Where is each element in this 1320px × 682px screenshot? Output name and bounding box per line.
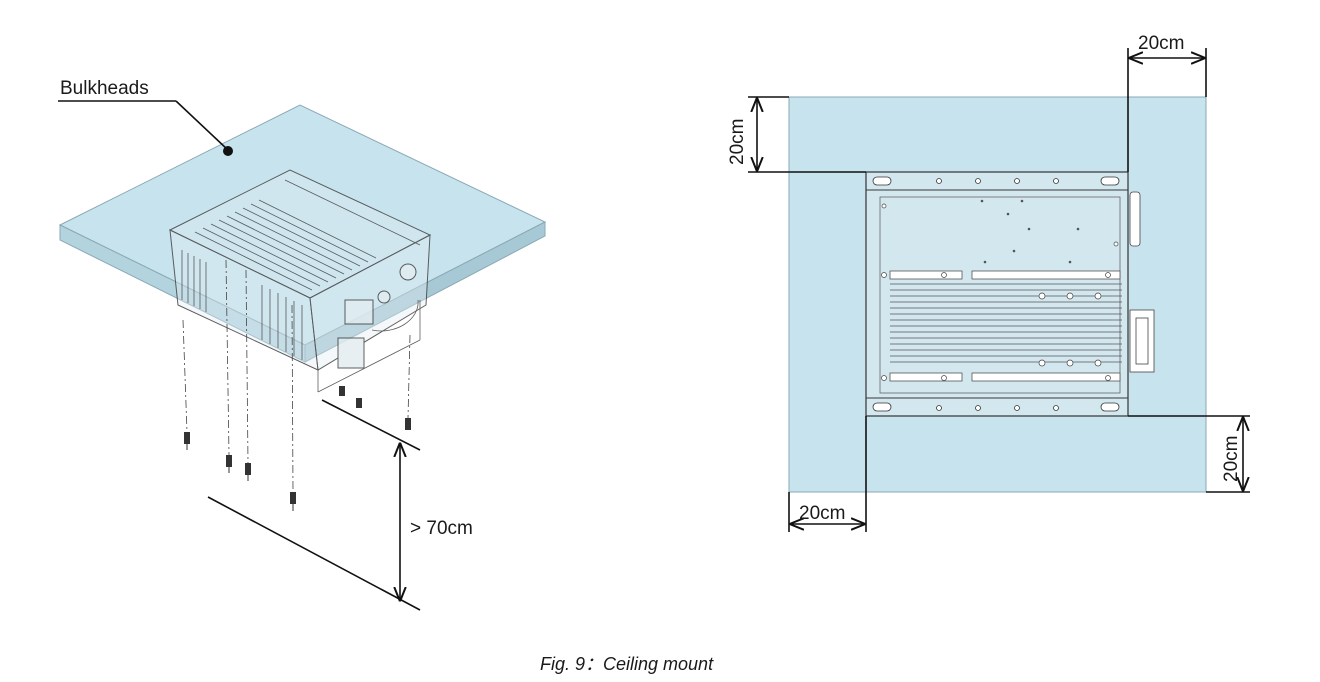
left-clearance-label: 20cm	[727, 119, 748, 165]
clearance-bottom: 20cm	[788, 416, 867, 532]
mounting-screws	[182, 259, 411, 511]
clearance-label: > 70cm	[410, 518, 473, 539]
bottom-clearance-label: 20cm	[799, 503, 845, 524]
bulkheads-label: Bulkheads	[60, 78, 149, 99]
clearance-right: 20cm	[1128, 415, 1250, 493]
figure-caption: Fig. 9：Ceiling mount	[540, 654, 714, 674]
bulkhead-panel	[58, 104, 547, 363]
device-top-view	[865, 171, 1155, 417]
clearance-left: 20cm	[727, 96, 866, 173]
top-clearance-label: 20cm	[1138, 33, 1184, 54]
clearance-top: 20cm	[1127, 33, 1207, 172]
right-clearance-label: 20cm	[1221, 436, 1242, 482]
top-view-diagram: 20cm 20cm 20cm 20cm	[727, 33, 1250, 532]
device-isometric	[168, 169, 432, 393]
isometric-diagram: Bulkheads > 70cm	[58, 78, 547, 611]
clearance-dimension: > 70cm	[207, 399, 473, 611]
bulkheads-callout: Bulkheads	[58, 78, 233, 156]
